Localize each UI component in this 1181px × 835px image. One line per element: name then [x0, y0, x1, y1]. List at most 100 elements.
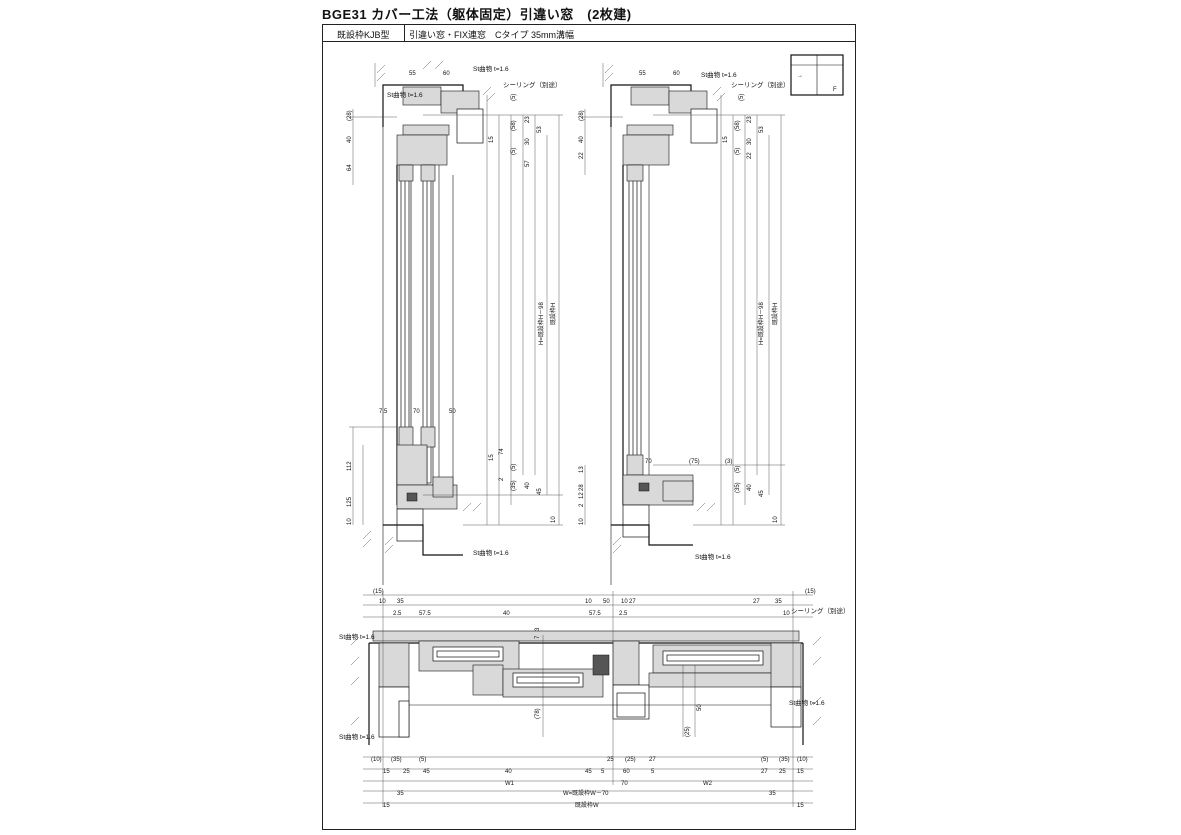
- plan-top-r0: 27: [753, 599, 760, 605]
- plan-b1-0: (10): [371, 757, 382, 763]
- frame-type-cell: 既設枠KJB型: [323, 25, 405, 41]
- plan-b1-5: 27: [649, 757, 656, 763]
- left-mid-dim-1: 70: [413, 409, 420, 415]
- plan-b3-w1: W1: [505, 781, 515, 787]
- plan-b1-7: (35): [779, 757, 790, 763]
- right-label-sealing: シーリング（別途）: [731, 80, 790, 89]
- right-mid-dim-2: (3): [725, 459, 732, 465]
- plan-top-r3: 10: [783, 611, 790, 617]
- key-plan-arrow: →: [797, 73, 803, 79]
- plan-label-sealing: シーリング（別途）: [791, 606, 850, 615]
- right-dim-r1: 15: [723, 136, 729, 143]
- plan-rd-2: (78): [535, 708, 541, 719]
- plan-b2-2: 45: [423, 769, 430, 775]
- left-top-dim-2: 60: [443, 71, 450, 77]
- plan-top-r1: 35: [775, 599, 782, 605]
- plan-top-l3: 2.5: [393, 611, 402, 617]
- plan-label-st-top: St曲物 t=1.6: [339, 632, 375, 641]
- plan-ov-0: 35: [397, 791, 404, 797]
- left-vlabel-h98: H=既設枠H－98: [537, 301, 545, 345]
- spec-header-row: 既設枠KJB型 引違い窓・FIX連窓 Cタイプ 35mm溝幅: [323, 25, 855, 42]
- right-dim-l6: 2: [579, 503, 585, 507]
- left-dim-r9: (5): [511, 464, 517, 471]
- plan-b1-8: (10): [797, 757, 808, 763]
- key-plan-thumbnail: → F: [790, 54, 844, 96]
- right-dim-r0: (5): [739, 94, 745, 101]
- plan-top-m1: 50: [603, 599, 610, 605]
- right-dim-r11: 45: [759, 490, 765, 497]
- left-dim-r6: (5): [511, 148, 517, 155]
- left-vertical-section: 55 60 St曲物 t=1.6 シーリング（別途） St曲物 t=1.6 St…: [347, 60, 563, 585]
- drawing-sheet: 既設枠KJB型 引違い窓・FIX連窓 Cタイプ 35mm溝幅: [322, 24, 856, 830]
- left-dim-l5: 10: [347, 518, 353, 525]
- left-dim-r7: 57: [525, 160, 531, 167]
- plan-rd-4: 3: [535, 627, 541, 631]
- left-dim-r14: 45: [537, 488, 543, 495]
- plan-b1-6: (5): [761, 757, 768, 763]
- section-drawings: 55 60 St曲物 t=1.6 シーリング（別途） St曲物 t=1.6 St…: [339, 54, 850, 809]
- right-vertical-section: 55 60 St曲物 t=1.6 シーリング（別途） St曲物 t=1.6 (2…: [579, 63, 790, 585]
- right-dim-l1: 40: [579, 136, 585, 143]
- left-dim-r4: 53: [537, 126, 543, 133]
- right-dim-l2: 22: [579, 152, 585, 159]
- left-vlabel-h: 既設枠H: [549, 303, 557, 325]
- plan-top-l2: 35: [397, 599, 404, 605]
- plan-ov-2: 35: [769, 791, 776, 797]
- plan-section: (15) 10 35 2.5 57.5 40 10 50 10 27 57.5 …: [339, 589, 850, 809]
- plan-ov-1: W=既設枠W－70: [563, 789, 609, 797]
- plan-ov-4: 既設枠W: [575, 801, 599, 809]
- plan-rd-0: (25): [685, 726, 691, 737]
- plan-ov-3: 15: [383, 803, 390, 809]
- left-dim-l1: 40: [347, 136, 353, 143]
- plan-b2-6: 60: [623, 769, 630, 775]
- right-vlabel-h98: H=既設枠H－98: [757, 301, 765, 345]
- right-dim-l7: 10: [579, 518, 585, 525]
- right-dim-r6: (5): [735, 148, 741, 155]
- plan-top-l5: 40: [503, 611, 510, 617]
- plan-top-m4: 57.5: [589, 611, 601, 617]
- right-dim-r2: (58): [735, 120, 741, 131]
- plan-label-st-bottom: St曲物 t=1.6: [339, 732, 375, 741]
- left-dim-l3: 112: [347, 461, 353, 471]
- left-label-st-top: St曲物 t=1.6: [473, 64, 509, 73]
- right-dim-r10: 40: [747, 484, 753, 491]
- drawing-title: BGE31 カバー工法（躯体固定）引違い窓 (2枚建): [322, 7, 632, 22]
- left-dim-l2: 64: [347, 164, 353, 171]
- right-dim-r8: (5): [735, 466, 741, 473]
- plan-b2-1: 25: [403, 769, 410, 775]
- right-mid-dim-0: 70: [645, 459, 652, 465]
- right-dim-r9: (35): [735, 482, 741, 493]
- right-label-st-bottom: St曲物 t=1.6: [695, 552, 731, 561]
- left-dim-r10: 74: [499, 448, 505, 455]
- left-dim-r8: 15: [489, 454, 495, 461]
- plan-top-r2: (15): [805, 589, 816, 595]
- plan-rd-3: 7: [535, 635, 541, 639]
- key-plan-fix-mark: F: [833, 87, 837, 93]
- plan-top-m2: 10: [621, 599, 628, 605]
- left-label-sealing: シーリング（別途）: [503, 80, 562, 89]
- plan-top-m5: 2.5: [619, 611, 628, 617]
- plan-top-l1: 10: [379, 599, 386, 605]
- plan-b2-0: 15: [383, 769, 390, 775]
- right-dim-r12: 10: [773, 516, 779, 523]
- plan-b3-70: 70: [621, 781, 628, 787]
- left-mid-dim-2: 50: [449, 409, 456, 415]
- left-dim-r2: (58): [511, 120, 517, 131]
- left-mid-dim-0: 7.5: [379, 409, 388, 415]
- right-dim-r4: 53: [759, 126, 765, 133]
- right-dim-r5: 30: [747, 138, 753, 145]
- plan-b2-5: 5: [601, 769, 605, 775]
- plan-b1-4: (25): [625, 757, 636, 763]
- right-dim-l4: 12: [579, 492, 585, 499]
- left-label-st-mid: St曲物 t=1.6: [387, 90, 423, 99]
- plan-top-m0: 10: [585, 599, 592, 605]
- left-dim-r5: 30: [525, 138, 531, 145]
- plan-label-st-right: St曲物 t=1.6: [789, 698, 825, 707]
- plan-b1-3: 25: [607, 757, 614, 763]
- left-dim-r13: 40: [525, 482, 531, 489]
- right-dim-l0: (28): [579, 110, 585, 121]
- plan-b3-w2: W2: [703, 781, 713, 787]
- right-top-dim-2: 60: [673, 71, 680, 77]
- plan-b2-10: 15: [797, 769, 804, 775]
- left-dim-r1: 15: [489, 136, 495, 143]
